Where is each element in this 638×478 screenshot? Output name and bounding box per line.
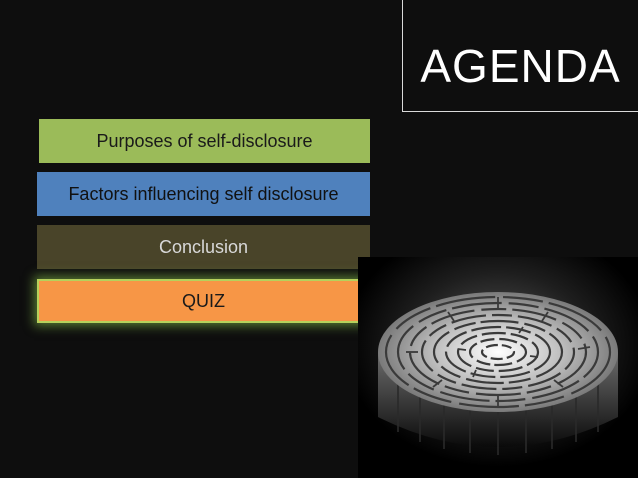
agenda-item-conclusion[interactable]: Conclusion bbox=[37, 225, 370, 269]
agenda-item-factors[interactable]: Factors influencing self disclosure bbox=[37, 172, 370, 216]
maze-icon bbox=[358, 257, 638, 478]
agenda-item-label: QUIZ bbox=[182, 290, 225, 311]
agenda-item-label: Purposes of self-disclosure bbox=[96, 130, 313, 151]
slide-title: AGENDA bbox=[420, 40, 621, 92]
agenda-item-label: Conclusion bbox=[158, 236, 249, 257]
maze-image bbox=[358, 257, 638, 478]
agenda-item-label: Factors influencing self disclosure bbox=[68, 183, 339, 204]
title-box: AGENDA bbox=[402, 0, 638, 112]
agenda-item-purposes[interactable]: Purposes of self-disclosure bbox=[39, 119, 370, 163]
agenda-item-quiz[interactable]: QUIZ bbox=[37, 279, 370, 323]
